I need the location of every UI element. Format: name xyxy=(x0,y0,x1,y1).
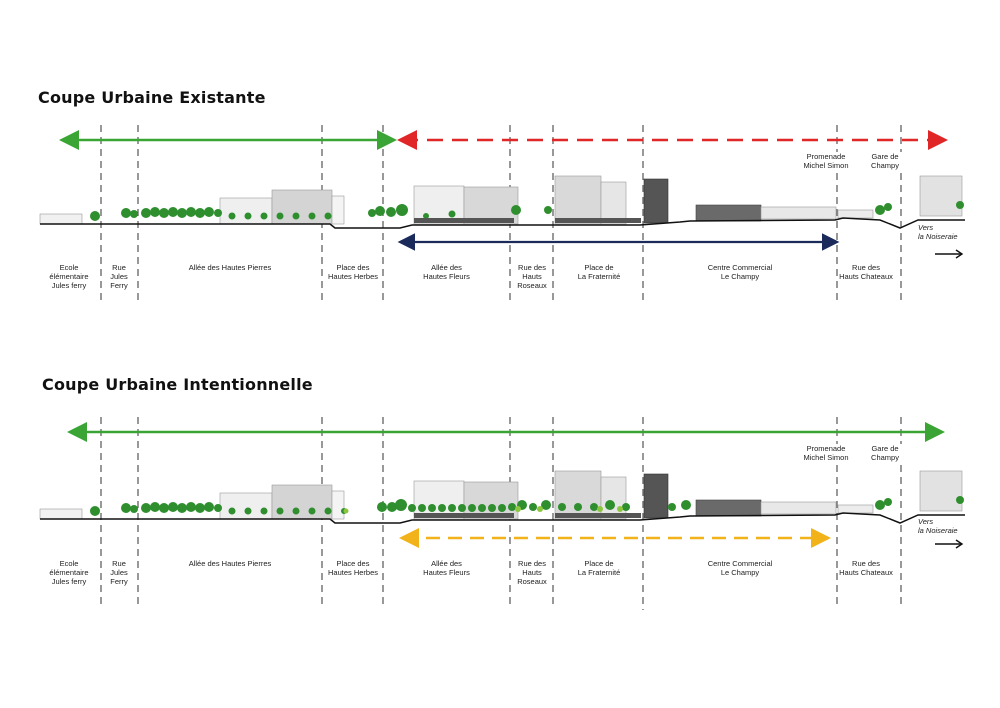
trees-light xyxy=(343,506,623,514)
section-drawing xyxy=(39,125,965,300)
section-title: Coupe Urbaine Intentionnelle xyxy=(42,375,313,394)
ground-line xyxy=(40,512,965,524)
trees xyxy=(90,201,964,221)
section-intentionnelle: Coupe Urbaine Intentionnelle xyxy=(0,295,1000,615)
buildings xyxy=(39,175,963,225)
section-title: Coupe Urbaine Existante xyxy=(38,88,266,107)
section-existante: Coupe Urbaine Existante xyxy=(0,0,1000,320)
zone-separators xyxy=(100,417,902,610)
ground-line xyxy=(40,217,965,229)
zone-label-allee-hautes-pierres: Allée des Hautes Pierres xyxy=(188,263,272,272)
section-drawing xyxy=(39,417,965,610)
zone-label-allee-hautes-pierres: Allée des Hautes Pierres xyxy=(188,559,272,568)
trees xyxy=(90,496,964,516)
